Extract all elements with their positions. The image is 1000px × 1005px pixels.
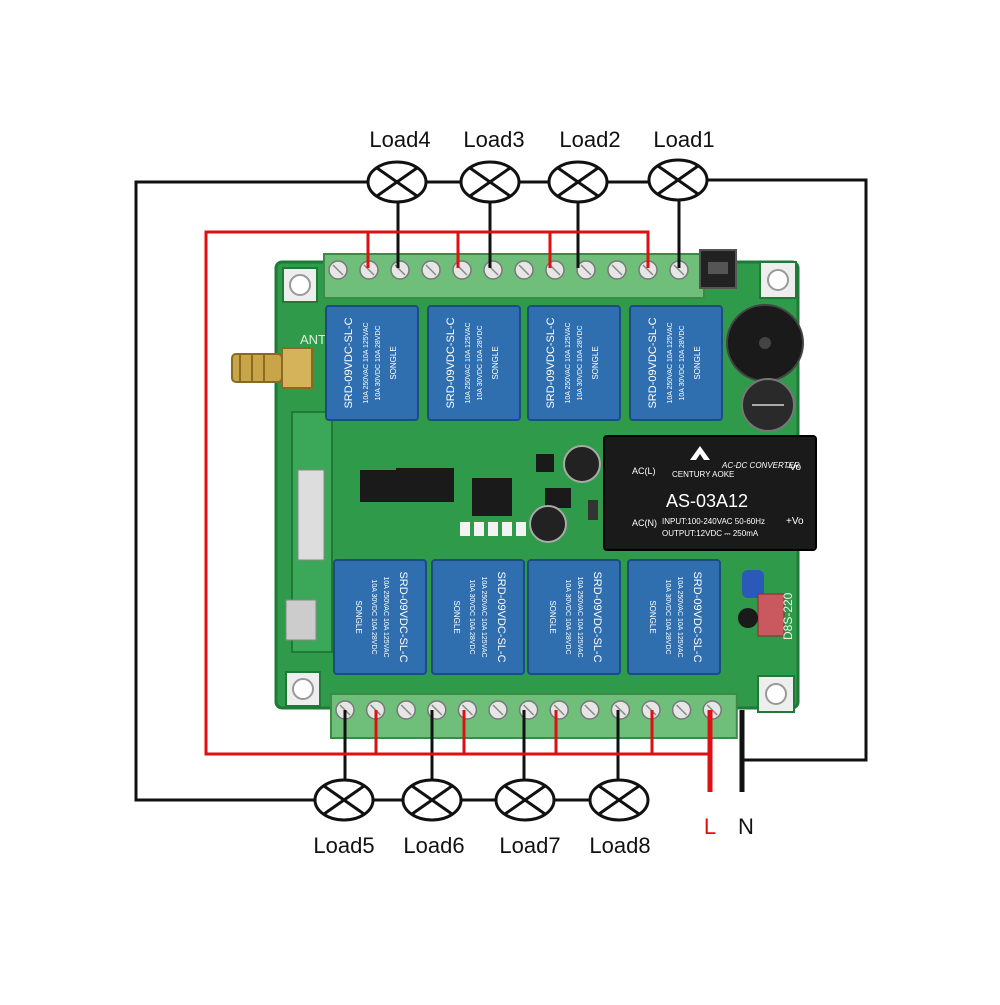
capacitor-top-right [741,378,795,432]
lamp-1-icon [647,158,709,202]
relay-model: SRD-09VDC-SL-C [691,571,703,662]
lamp-5-icon [313,778,375,822]
relay: SRD-09VDC-SL-C 10A 250VAC 10A 125VAC 10A 3… [333,559,427,675]
relay-rating-dc: 10A 30VDC 10A 28VDC [477,325,484,400]
converter-logo-icon [690,446,710,460]
lamp-2-icon [547,160,609,204]
load-label-5: Load5 [313,833,374,858]
relay-rating-dc: 10A 30VDC 10A 28VDC [375,325,382,400]
board-side-label: D8S-220 [781,592,795,640]
lamp-6-icon [401,778,463,822]
relay-rating-ac: 10A 250VAC 10A 125VAC [382,576,389,657]
terminal-block-top [323,253,705,299]
relay-rating-ac: 10A 250VAC 10A 125VAC [576,576,583,657]
relay: SRD-09VDC-SL-C 10A 250VAC 10A 125VAC 10A 3… [527,305,621,421]
load-label-8: Load8 [589,833,650,858]
relay-model: SRD-09VDC-SL-C [647,317,659,408]
antenna-connector [231,347,313,389]
relay-model: SRD-09VDC-SL-C [545,317,557,408]
antenna-label: ANT [300,332,326,347]
relay-row-top: SRD-09VDC-SL-C 10A 250VAC 10A 125VAC 10A 3… [325,305,723,421]
load-label-6: Load6 [403,833,464,858]
lamps-bottom [313,778,650,822]
converter-input: INPUT:100-240VAC 50-60Hz [662,517,765,526]
load-label-2: Load2 [559,127,620,152]
relay: SRD-09VDC-SL-C 10A 250VAC 10A 125VAC 10A 3… [427,305,521,421]
relay-row-bottom: SRD-09VDC-SL-C 10A 250VAC 10A 125VAC 10A 3… [333,559,721,675]
relay-model: SRD-09VDC-SL-C [495,571,507,662]
relay-rating-ac: 10A 250VAC 10A 125VAC [676,576,683,657]
relay-brand: SONGLE [693,346,702,379]
relay-brand: SONGLE [354,600,363,633]
relay: SRD-09VDC-SL-C 10A 250VAC 10A 125VAC 10A 3… [325,305,419,421]
control-circuit [360,445,601,543]
relay-brand: SONGLE [591,346,600,379]
terminal-block-bottom [330,693,738,739]
relay-rating-dc: 10A 30VDC 10A 28VDC [679,325,686,400]
load-labels-top: Load4 Load3 Load2 Load1 [369,127,714,152]
relay: SRD-09VDC-SL-C 10A 250VAC 10A 125VAC 10A 3… [629,305,723,421]
relay-brand: SONGLE [389,346,398,379]
converter-subtitle: AC-DC CONVERTER [721,461,800,470]
lamp-8-icon [588,778,650,822]
relay-rating-dc: 10A 30VDC 10A 28VDC [370,579,377,654]
lamp-7-icon [494,778,556,822]
dc-jack [699,249,737,289]
relay: SRD-09VDC-SL-C 10A 250VAC 10A 125VAC 10A 3… [431,559,525,675]
relay-rating-ac: 10A 250VAC 10A 125VAC [667,322,674,403]
relay-rating-dc: 10A 30VDC 10A 28VDC [664,579,671,654]
mounting-holes [282,261,797,713]
relay-rating-dc: 10A 30VDC 10A 28VDC [577,325,584,400]
relay-rating-ac: 10A 250VAC 10A 125VAC [480,576,487,657]
lamp-4-icon [366,160,428,204]
converter-pin-vneg: -Vo [786,462,801,473]
rf-receiver-module [285,411,333,653]
terminal-label-neutral: N [738,814,754,839]
relay-board: ANT SRD-09VDC-SL-C 10A 250VAC 10A 125VAC 1… [231,249,817,739]
relay-rating-ac: 10A 250VAC 10A 125VAC [363,322,370,403]
wire-black-left [134,180,368,802]
relay: SRD-09VDC-SL-C 10A 250VAC 10A 125VAC 10A 3… [527,559,621,675]
relay-brand: SONGLE [548,600,557,633]
relay-rating-dc: 10A 30VDC 10A 28VDC [564,579,571,654]
relay-brand: SONGLE [452,600,461,633]
relay-rating-ac: 10A 250VAC 10A 125VAC [565,322,572,403]
relay-model: SRD-09VDC-SL-C [343,317,355,408]
relay-brand: SONGLE [491,346,500,379]
lamp-3-icon [459,160,521,204]
relay-model: SRD-09VDC-SL-C [591,571,603,662]
lamps-top [366,158,709,204]
converter-brand: CENTURY AOKE [672,470,734,479]
power-input-components [738,570,785,637]
relay-brand: SONGLE [648,600,657,633]
converter-output: OUTPUT:12VDC ⎓ 250mA [662,529,759,538]
relay-rating-ac: 10A 250VAC 10A 125VAC [465,322,472,403]
terminal-label-line: L [704,814,716,839]
relay-rating-dc: 10A 30VDC 10A 28VDC [468,579,475,654]
load-label-7: Load7 [499,833,560,858]
ac-dc-converter: CENTURY AOKE AC-DC CONVERTER AS-03A12 IN… [603,435,817,551]
converter-pin-acn: AC(N) [632,518,657,528]
load-label-4: Load4 [369,127,430,152]
relay: SRD-09VDC-SL-C 10A 250VAC 10A 125VAC 10A 3… [627,559,721,675]
wire-red-line [204,230,710,756]
load-label-3: Load3 [463,127,524,152]
relay-model: SRD-09VDC-SL-C [445,317,457,408]
converter-pin-acl: AC(L) [632,466,656,476]
load-label-1: Load1 [653,127,714,152]
converter-model: AS-03A12 [666,491,748,511]
buzzer [726,304,804,382]
relay-model: SRD-09VDC-SL-C [397,571,409,662]
wiring [134,178,868,802]
load-labels-bottom: Load5 Load6 Load7 Load8 [313,833,650,858]
converter-pin-vpos: +Vo [786,516,804,527]
